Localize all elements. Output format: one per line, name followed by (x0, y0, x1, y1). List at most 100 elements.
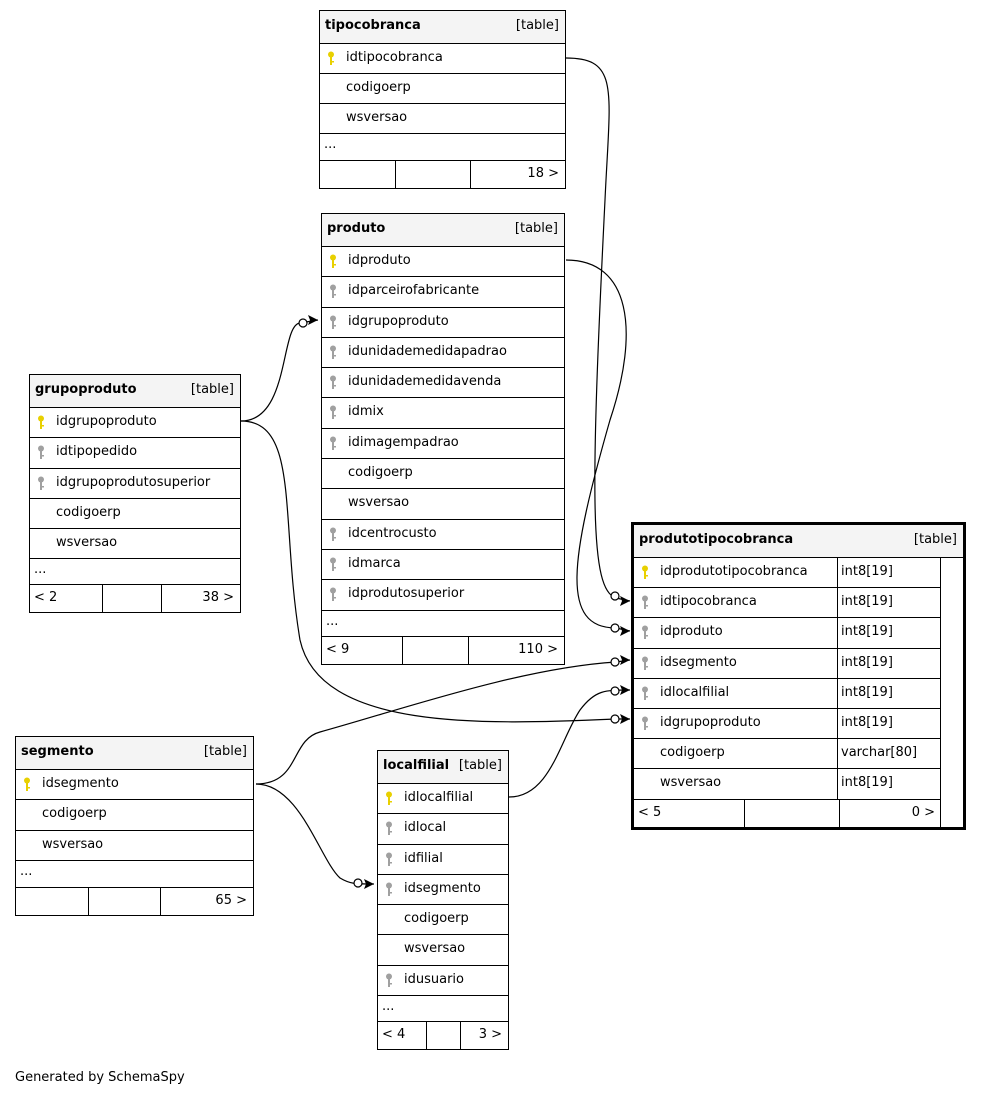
generated-by-credit: Generated by SchemaSpy (15, 1070, 185, 1085)
column-row[interactable]: idunidademedidavenda (322, 368, 564, 399)
primary-key-icon (328, 51, 334, 65)
table-kind: [table] (913, 532, 957, 547)
column-row[interactable]: idmix (322, 398, 564, 429)
parents-count[interactable] (320, 161, 324, 188)
column-name: wsversao (404, 941, 466, 957)
parents-count[interactable]: < 9 (326, 641, 350, 657)
column-row[interactable]: idunidademedidapadrao (322, 338, 564, 369)
column-type: int8[19] (837, 708, 941, 739)
table-produtotipocobranca[interactable]: produtotipocobranca [table] idprodutotipoc… (631, 522, 966, 830)
column-row[interactable]: idsegmento (378, 875, 508, 906)
column-row[interactable]: wsversao (30, 529, 240, 560)
parents-count[interactable]: < 2 (34, 590, 58, 606)
column-row[interactable]: wsversao (378, 935, 508, 966)
edge-grupoproduto-produtotipocobranca (240, 420, 630, 723)
column-row[interactable]: idsegmento (16, 770, 253, 801)
column-row[interactable]: idfilial (378, 845, 508, 875)
more-columns: ... (322, 611, 564, 637)
column-row[interactable]: idgrupoproduto (30, 408, 240, 439)
column-name: idparceirofabricante (348, 283, 480, 299)
column-row[interactable]: idtipocobranca (320, 44, 565, 74)
table-name: localfilial (383, 758, 450, 773)
column-row[interactable]: idgrupoproduto (322, 308, 564, 338)
column-name: idfilial (404, 850, 443, 866)
children-count[interactable]: 65 > (215, 892, 247, 908)
foreign-key-icon (38, 445, 44, 460)
column-name: idtipocobranca (346, 50, 443, 65)
foreign-key-icon (386, 882, 392, 896)
column-name: idusuario (404, 971, 464, 987)
children-count[interactable]: 38 > (202, 590, 234, 606)
foreign-key-icon (642, 625, 648, 640)
column-row[interactable]: codigoerp (30, 499, 240, 530)
table-name: produtotipocobranca (639, 532, 794, 547)
column-name: idlocal (404, 820, 447, 836)
column-row[interactable]: wsversao (320, 104, 565, 134)
column-name: idproduto (660, 624, 723, 640)
table-header: produtotipocobranca [table] (634, 525, 963, 558)
column-row[interactable]: codigoerp (378, 905, 508, 936)
column-row[interactable]: idproduto (322, 247, 564, 278)
table-footer: < 9 110 > (322, 636, 564, 664)
foreign-key-icon (330, 345, 336, 359)
column-row[interactable]: idlocalfilial (378, 784, 508, 815)
column-row[interactable]: wsversao (16, 831, 253, 861)
more-columns: ... (16, 861, 253, 888)
parents-count[interactable]: < 5 (638, 804, 662, 820)
column-row[interactable]: idusuario (378, 966, 508, 997)
column-name: wsversao (348, 495, 410, 511)
parents-count[interactable] (16, 888, 20, 915)
children-count[interactable]: 0 > (911, 804, 935, 820)
column-name: idmix (348, 404, 384, 420)
column-row[interactable]: idcentrocusto (322, 520, 564, 550)
column-name: idmarca (348, 555, 401, 571)
primary-key-icon (642, 565, 648, 579)
column-row[interactable]: wsversao (322, 489, 564, 520)
more-columns: ... (320, 134, 565, 161)
foreign-key-icon (330, 375, 336, 390)
more-columns: ... (378, 996, 508, 1023)
column-name: idtipopedido (56, 444, 138, 460)
column-name: codigoerp (404, 911, 469, 927)
primary-key-icon (386, 791, 392, 805)
foreign-key-icon (642, 716, 648, 730)
table-kind: [table] (514, 221, 558, 236)
children-count[interactable]: 110 > (518, 641, 558, 657)
table-header: segmento[table] (16, 737, 253, 770)
column-name: idprodutotipocobranca (660, 564, 808, 579)
column-name: idlocalfilial (660, 684, 730, 700)
column-name: idsegmento (660, 654, 737, 670)
column-row[interactable]: idimagempadrao (322, 429, 564, 460)
column-row[interactable]: codigoerp (320, 74, 565, 104)
column-row[interactable]: idlocal (378, 814, 508, 845)
foreign-key-icon (330, 436, 336, 450)
column-row[interactable]: codigoerp (16, 800, 253, 831)
column-name: idtipocobranca (660, 594, 757, 610)
children-count[interactable]: 3 > (478, 1027, 502, 1043)
column-row[interactable]: idtipopedido (30, 438, 240, 469)
column-row[interactable]: idmarca (322, 550, 564, 581)
column-row[interactable]: idprodutosuperior (322, 580, 564, 611)
foreign-key-icon (386, 852, 392, 866)
column-name: idcentrocusto (348, 525, 437, 541)
column-row[interactable]: idgrupoprodutosuperior (30, 469, 240, 499)
column-row[interactable]: idparceirofabricante (322, 277, 564, 308)
children-count[interactable]: 18 > (527, 166, 559, 181)
column-row[interactable]: codigoerp (322, 459, 564, 490)
parents-count[interactable]: < 4 (382, 1027, 406, 1043)
column-name: idlocalfilial (404, 790, 474, 805)
